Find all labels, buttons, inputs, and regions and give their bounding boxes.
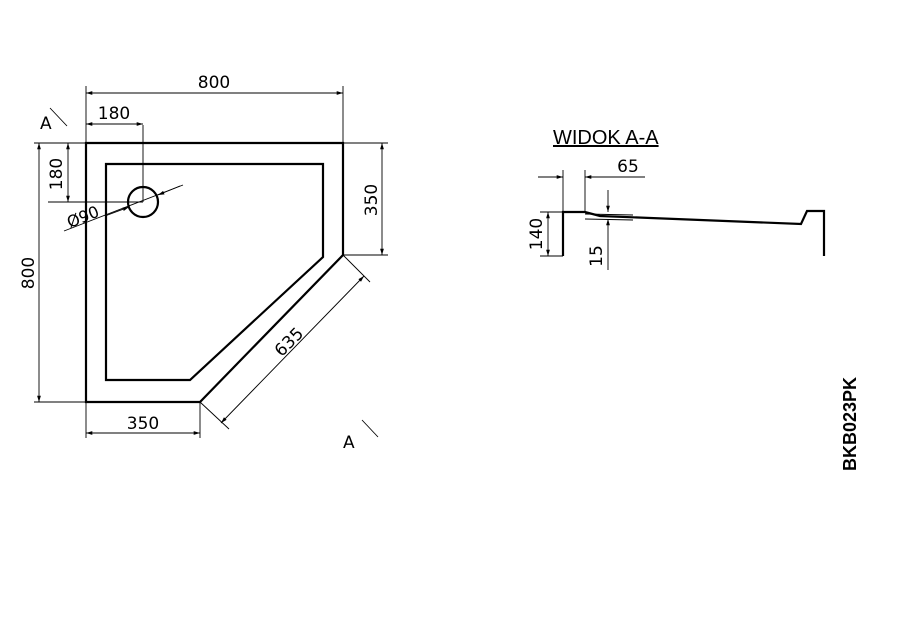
plan-view [84,141,345,404]
dim-drain-y: 180 [47,143,143,203]
dim-drain-x-label: 180 [98,104,130,124]
dim-height: 800 [19,142,86,403]
dim-diagonal: 635 [199,254,371,430]
section-profile [561,209,826,256]
section-marker-top-label: A [40,114,52,134]
dim-section-depth-label: 15 [587,245,607,267]
dim-width: 800 [85,73,344,143]
section-marker-bottom: A [343,419,379,453]
section-marker-bottom-label: A [343,433,355,453]
product-code: BKB023PK [840,377,860,471]
tray-outer-outline [84,141,345,404]
dim-section-height-label: 140 [527,218,547,250]
dim-section-height: 140 [527,211,563,257]
dim-drain-y-label: 180 [47,158,67,190]
section-marker-top: A [40,107,68,134]
dim-side-right-label: 350 [362,184,382,216]
dim-drain-diameter-label: Ø90 [64,202,102,232]
dim-rim-width-label: 65 [617,157,639,177]
section-title: WIDOK A-A [553,127,659,149]
dim-height-label: 800 [19,257,39,289]
dim-section-depth: 15 [587,190,610,270]
dim-rim-width: 65 [538,157,645,212]
section-view: WIDOK A-A [553,127,826,256]
dim-side-right: 350 [343,142,388,256]
dim-drain-diameter: Ø90 [63,184,184,232]
dim-side-bottom: 350 [85,402,201,438]
dim-side-bottom-label: 350 [127,414,159,434]
dim-drain-x: 180 [86,104,144,202]
dim-diagonal-label: 635 [271,324,308,361]
dim-width-label: 800 [198,73,230,93]
